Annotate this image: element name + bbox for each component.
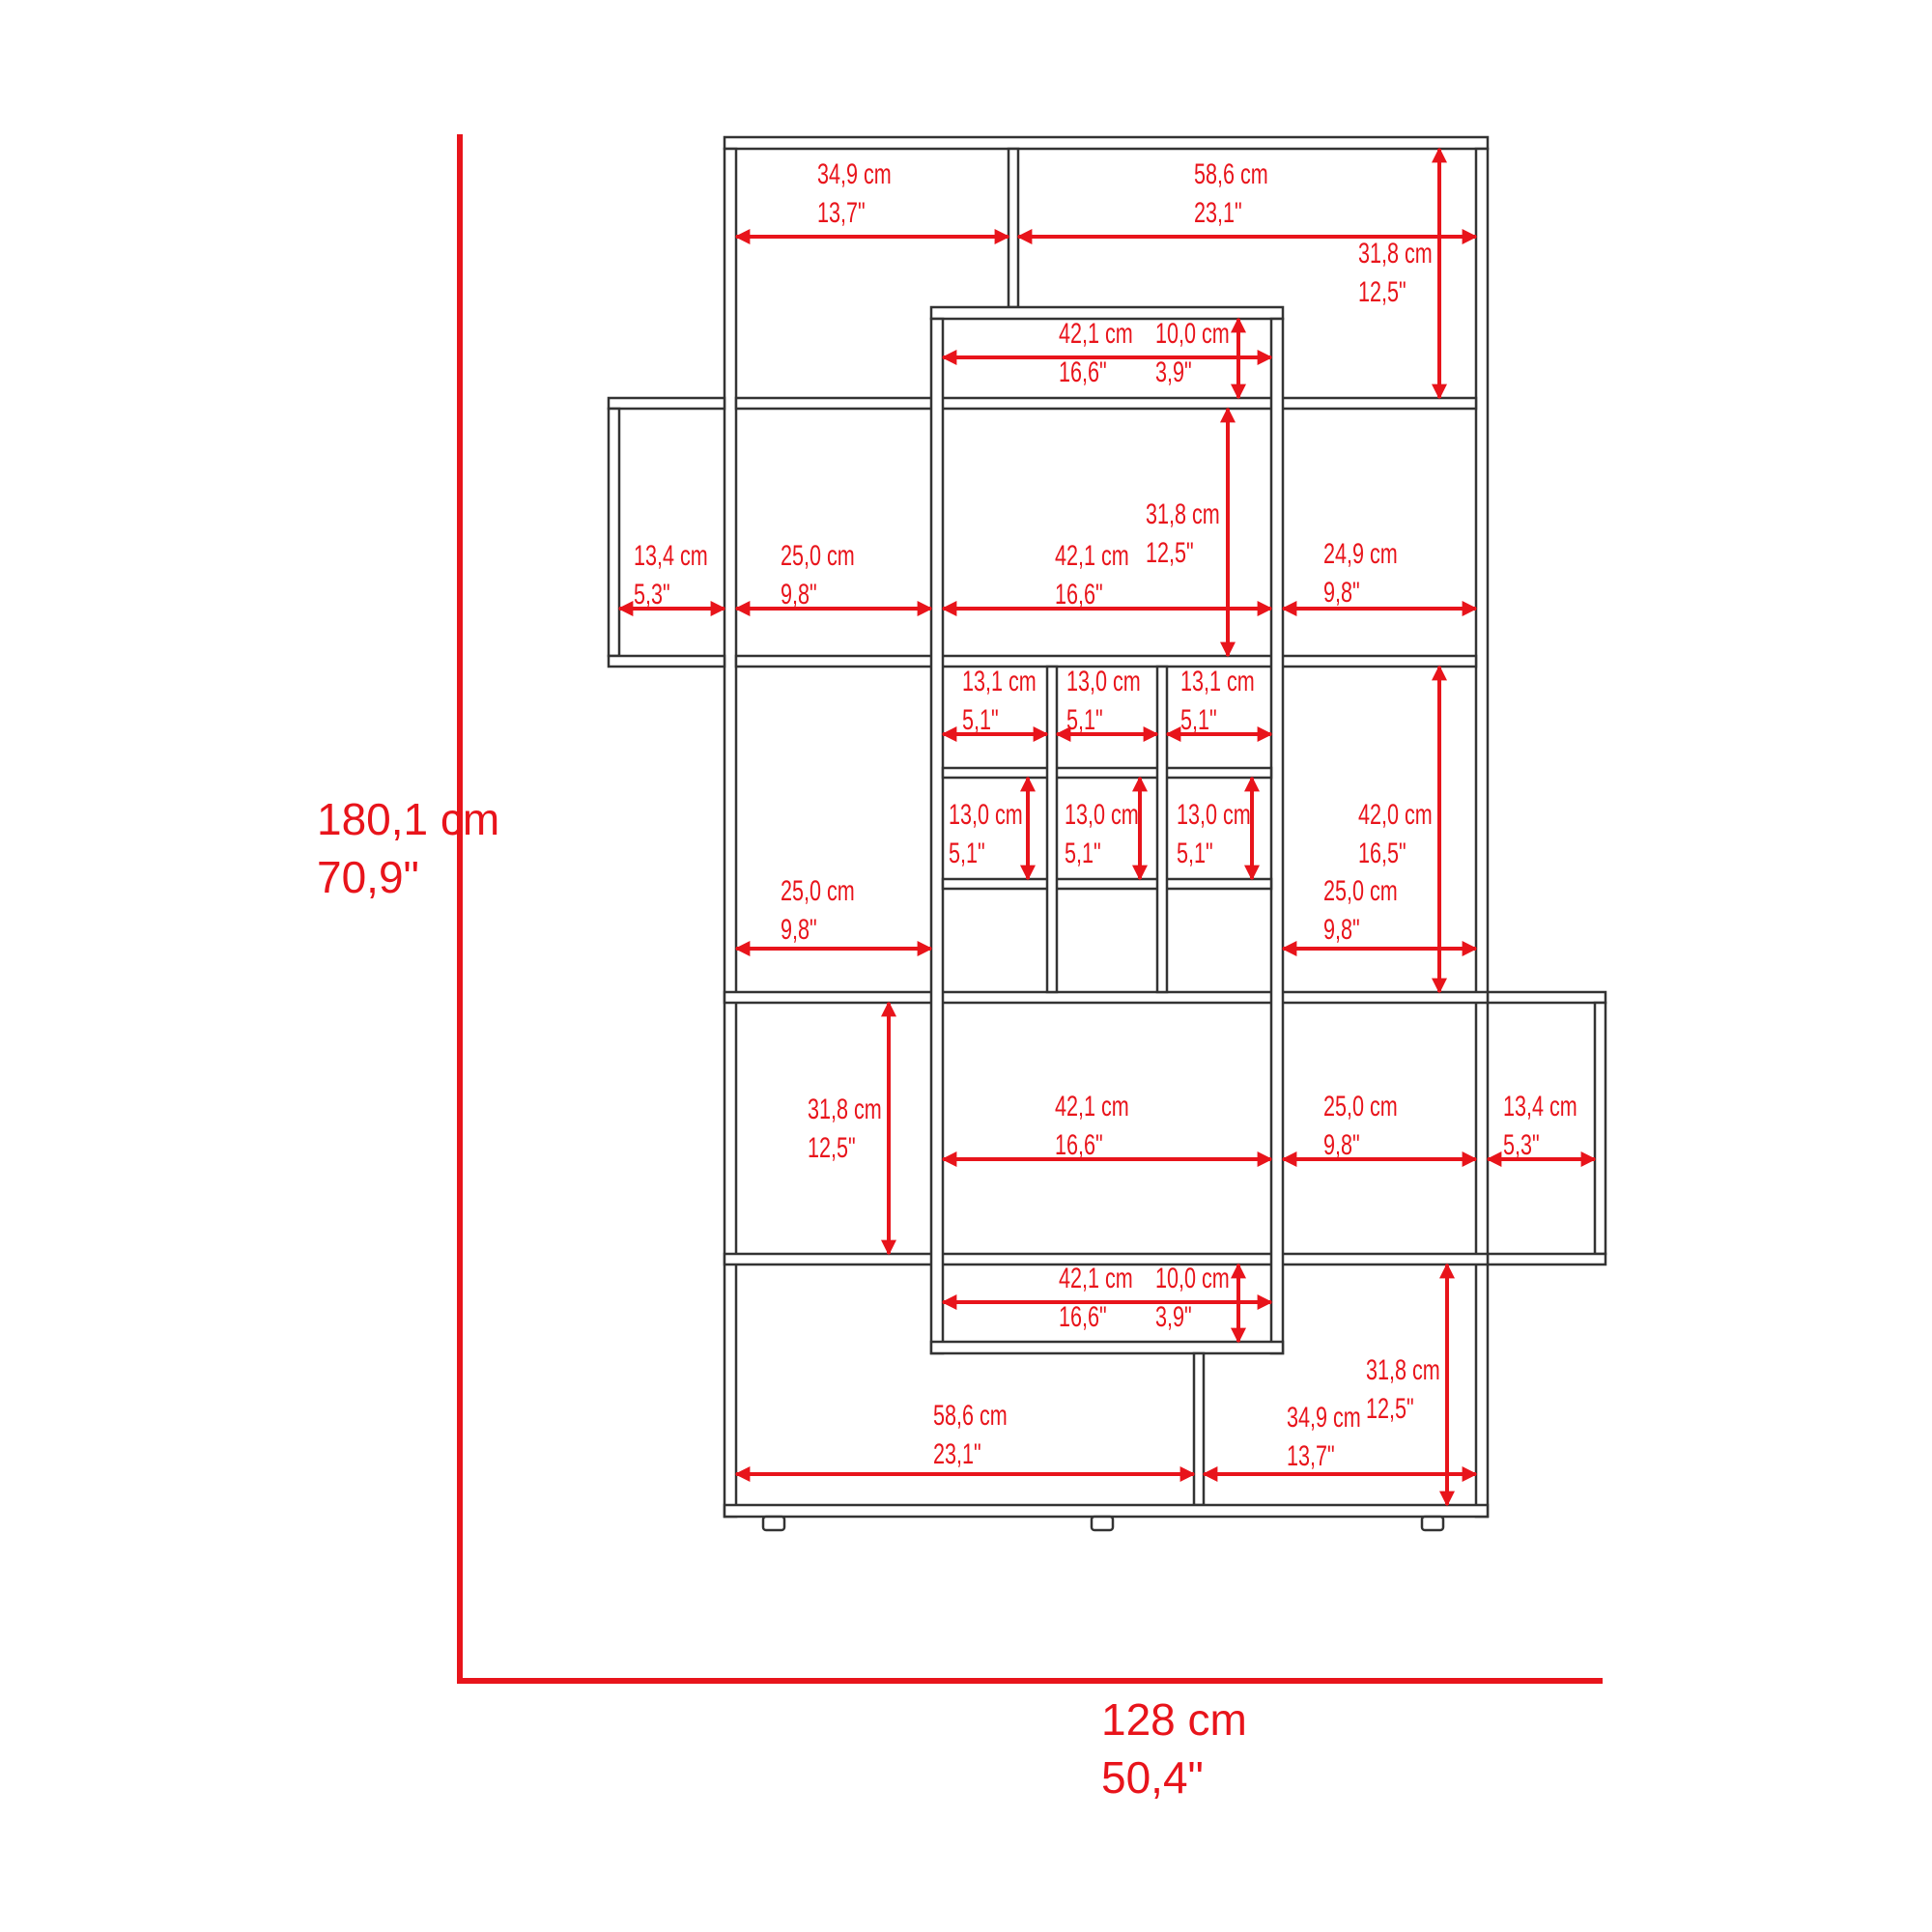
top-board: [723, 135, 1490, 151]
dimension-label-in-10: 9,8": [1323, 575, 1360, 608]
dimension-label-cm-28: 34,9 cm: [1287, 1400, 1361, 1433]
overall-height-in: 70,9": [317, 852, 419, 902]
dimension-label-in-8: 16,6": [1055, 577, 1103, 610]
dimension-label-in-3: 12,5": [1358, 274, 1406, 307]
dimension-label-cm-27: 58,6 cm: [933, 1398, 1008, 1431]
tower-right-panel: [1269, 317, 1285, 1355]
foot-right: [1420, 1515, 1445, 1532]
dimension-label-cm-11: 13,1 cm: [962, 664, 1037, 696]
dimension-label-cm-24: 42,1 cm: [1059, 1261, 1133, 1293]
right-extension-bottom: [1486, 1252, 1607, 1266]
bottom-divider: [1192, 1351, 1206, 1507]
dimension-label-in-24: 16,6": [1059, 1299, 1107, 1332]
dimension-label-cm-6: 13,4 cm: [634, 538, 708, 571]
dimension-label-cm-4: 42,1 cm: [1059, 316, 1133, 349]
left-extension-top: [607, 396, 726, 411]
dimension-label-in-26: 12,5": [1366, 1391, 1414, 1424]
right-extension-top: [1486, 990, 1607, 1005]
dimension-label-in-27: 23,1": [933, 1436, 981, 1469]
right-side-panel: [1474, 147, 1490, 1519]
dimension-arrows: [617, 147, 1597, 1507]
dimension-label-in-14: 5,1": [949, 836, 985, 868]
dimension-label-in-7: 9,8": [781, 577, 817, 610]
dimension-label-cm-21: 42,1 cm: [1055, 1089, 1129, 1122]
dimension-label-in-18: 9,8": [781, 912, 817, 945]
cubby-divider-2: [1155, 665, 1169, 994]
base-board: [723, 1503, 1490, 1519]
dimension-labels: 34,9 cm 13,7" 58,6 cm 23,1" 31,8 cm 12,5" 42,1…: [634, 156, 1577, 1471]
overall-dimensions: [457, 134, 1603, 1684]
dimension-label-in-20: 12,5": [808, 1130, 856, 1163]
dimension-label-in-4: 16,6": [1059, 355, 1107, 387]
dimension-label-cm-3: 31,8 cm: [1358, 236, 1433, 269]
dimension-label-in-25: 3,9": [1155, 1299, 1192, 1332]
dimension-label-in-5: 3,9": [1155, 355, 1192, 387]
dimension-label-cm-15: 13,0 cm: [1065, 797, 1139, 830]
dimension-label-cm-26: 31,8 cm: [1366, 1352, 1440, 1385]
dimension-label-in-9: 12,5": [1146, 535, 1194, 568]
dimension-label-cm-13: 13,1 cm: [1180, 664, 1255, 696]
shelf-4: [723, 1252, 1490, 1266]
bookcase-drawing: [607, 135, 1607, 1532]
dimension-label-in-12: 5,1": [1066, 702, 1103, 735]
dimension-label-cm-10: 24,9 cm: [1323, 536, 1398, 569]
cubby-shelf-2: [941, 877, 1273, 891]
left-extension-bottom: [607, 654, 726, 668]
dimension-label-in-19: 9,8": [1323, 912, 1360, 945]
overall-width-in: 50,4": [1101, 1752, 1204, 1803]
dimension-label-cm-22: 25,0 cm: [1323, 1089, 1398, 1122]
dimension-label-cm-1: 34,9 cm: [817, 156, 892, 189]
dimension-label-cm-8: 42,1 cm: [1055, 538, 1129, 571]
foot-center: [1090, 1515, 1115, 1532]
dimension-label-cm-9: 31,8 cm: [1146, 497, 1220, 529]
dimension-label-in-1: 13,7": [817, 195, 866, 228]
right-extension-side: [1593, 1001, 1607, 1256]
dimension-label-cm-19: 25,0 cm: [1323, 873, 1398, 906]
dimension-label-in-16: 5,1": [1177, 836, 1213, 868]
dimension-label-cm-12: 13,0 cm: [1066, 664, 1141, 696]
overall-width-cm: 128 cm: [1101, 1694, 1247, 1745]
left-side-panel: [723, 147, 738, 1519]
cubby-shelf-1: [941, 766, 1273, 780]
dimension-label-cm-16: 13,0 cm: [1177, 797, 1251, 830]
foot-left: [761, 1515, 786, 1532]
tower-bottom: [929, 1340, 1285, 1355]
shelf-3: [723, 990, 1490, 1005]
dimension-label-cm-14: 13,0 cm: [949, 797, 1023, 830]
shelf-2: [734, 654, 1478, 668]
dimension-label-in-22: 9,8": [1323, 1127, 1360, 1160]
left-extension-side: [607, 407, 621, 658]
dimension-label-in-11: 5,1": [962, 702, 999, 735]
dimension-label-cm-17: 42,0 cm: [1358, 797, 1433, 830]
dimension-label-cm-20: 31,8 cm: [808, 1092, 882, 1124]
dimension-label-in-17: 16,5": [1358, 836, 1406, 868]
dimension-label-in-28: 13,7": [1287, 1438, 1335, 1471]
dimension-label-in-15: 5,1": [1065, 836, 1101, 868]
dimension-label-cm-18: 25,0 cm: [781, 873, 855, 906]
dimension-label-cm-25: 10,0 cm: [1155, 1261, 1230, 1293]
dimension-label-cm-5: 10,0 cm: [1155, 316, 1230, 349]
tower-top: [929, 305, 1285, 321]
dimension-label-cm-2: 58,6 cm: [1194, 156, 1268, 189]
dimension-label-in-21: 16,6": [1055, 1127, 1103, 1160]
dimension-label-in-23: 5,3": [1503, 1127, 1540, 1160]
shelf-1: [734, 396, 1478, 411]
dimension-label-in-2: 23,1": [1194, 195, 1242, 228]
top-divider: [1007, 147, 1020, 309]
dimension-label-in-6: 5,3": [634, 577, 670, 610]
dimension-label-cm-7: 25,0 cm: [781, 538, 855, 571]
dimension-label-cm-23: 13,4 cm: [1503, 1089, 1577, 1122]
overall-height-cm: 180,1 cm: [317, 794, 499, 844]
tower-left-panel: [929, 317, 945, 1355]
cubby-divider-1: [1045, 665, 1059, 994]
dimension-label-in-13: 5,1": [1180, 702, 1217, 735]
